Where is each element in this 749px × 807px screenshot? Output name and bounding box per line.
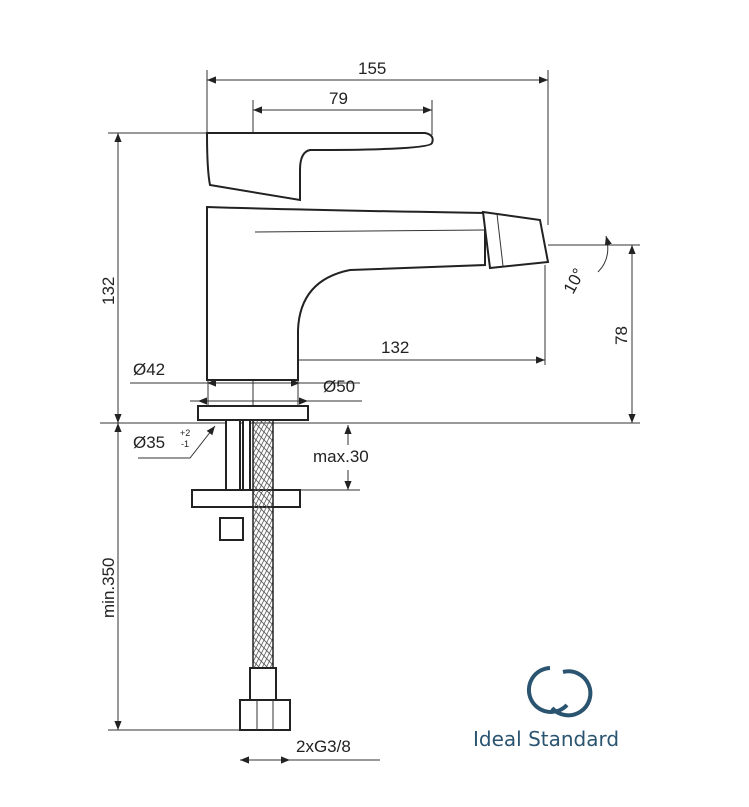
dim-hole-tol-minus: -1 — [181, 439, 189, 449]
mounting-plate — [191, 489, 301, 508]
logo-text: Ideal Standard — [473, 727, 619, 751]
dim-hole-tol-plus: +2 — [180, 428, 190, 438]
logo-ring-right — [550, 669, 593, 718]
faucet-body — [197, 132, 550, 421]
aerator — [481, 210, 550, 270]
base-plate — [197, 405, 309, 421]
dim-max-thickness: max.30 — [313, 447, 369, 466]
dim-connection: 2xG3/8 — [296, 737, 351, 756]
mounting-assembly — [191, 419, 301, 731]
dim-spout-height: 78 — [612, 326, 631, 345]
dim-spout-angle: 10° — [560, 265, 589, 297]
dim-hole-diameter: Ø35 — [133, 433, 165, 452]
dim-body-diameter: Ø42 — [133, 360, 165, 379]
dim-spout-reach: 132 — [381, 338, 409, 357]
spout-body — [206, 205, 486, 381]
dim-base-diameter: Ø50 — [323, 377, 355, 396]
dim-min-hose-length: min.350 — [99, 558, 118, 618]
dimension-lines — [114, 76, 636, 764]
lever-handle — [205, 132, 434, 202]
mounting-nut — [219, 517, 244, 541]
dim-lever-width: 79 — [329, 89, 348, 108]
ideal-standard-logo: Ideal Standard — [473, 666, 619, 751]
braided-hose — [252, 419, 274, 696]
logo-ring-left — [526, 666, 569, 714]
dim-height: 132 — [99, 277, 118, 305]
dim-overall-width: 155 — [358, 59, 386, 78]
hose-connector — [239, 699, 291, 731]
extension-lines — [100, 70, 640, 731]
